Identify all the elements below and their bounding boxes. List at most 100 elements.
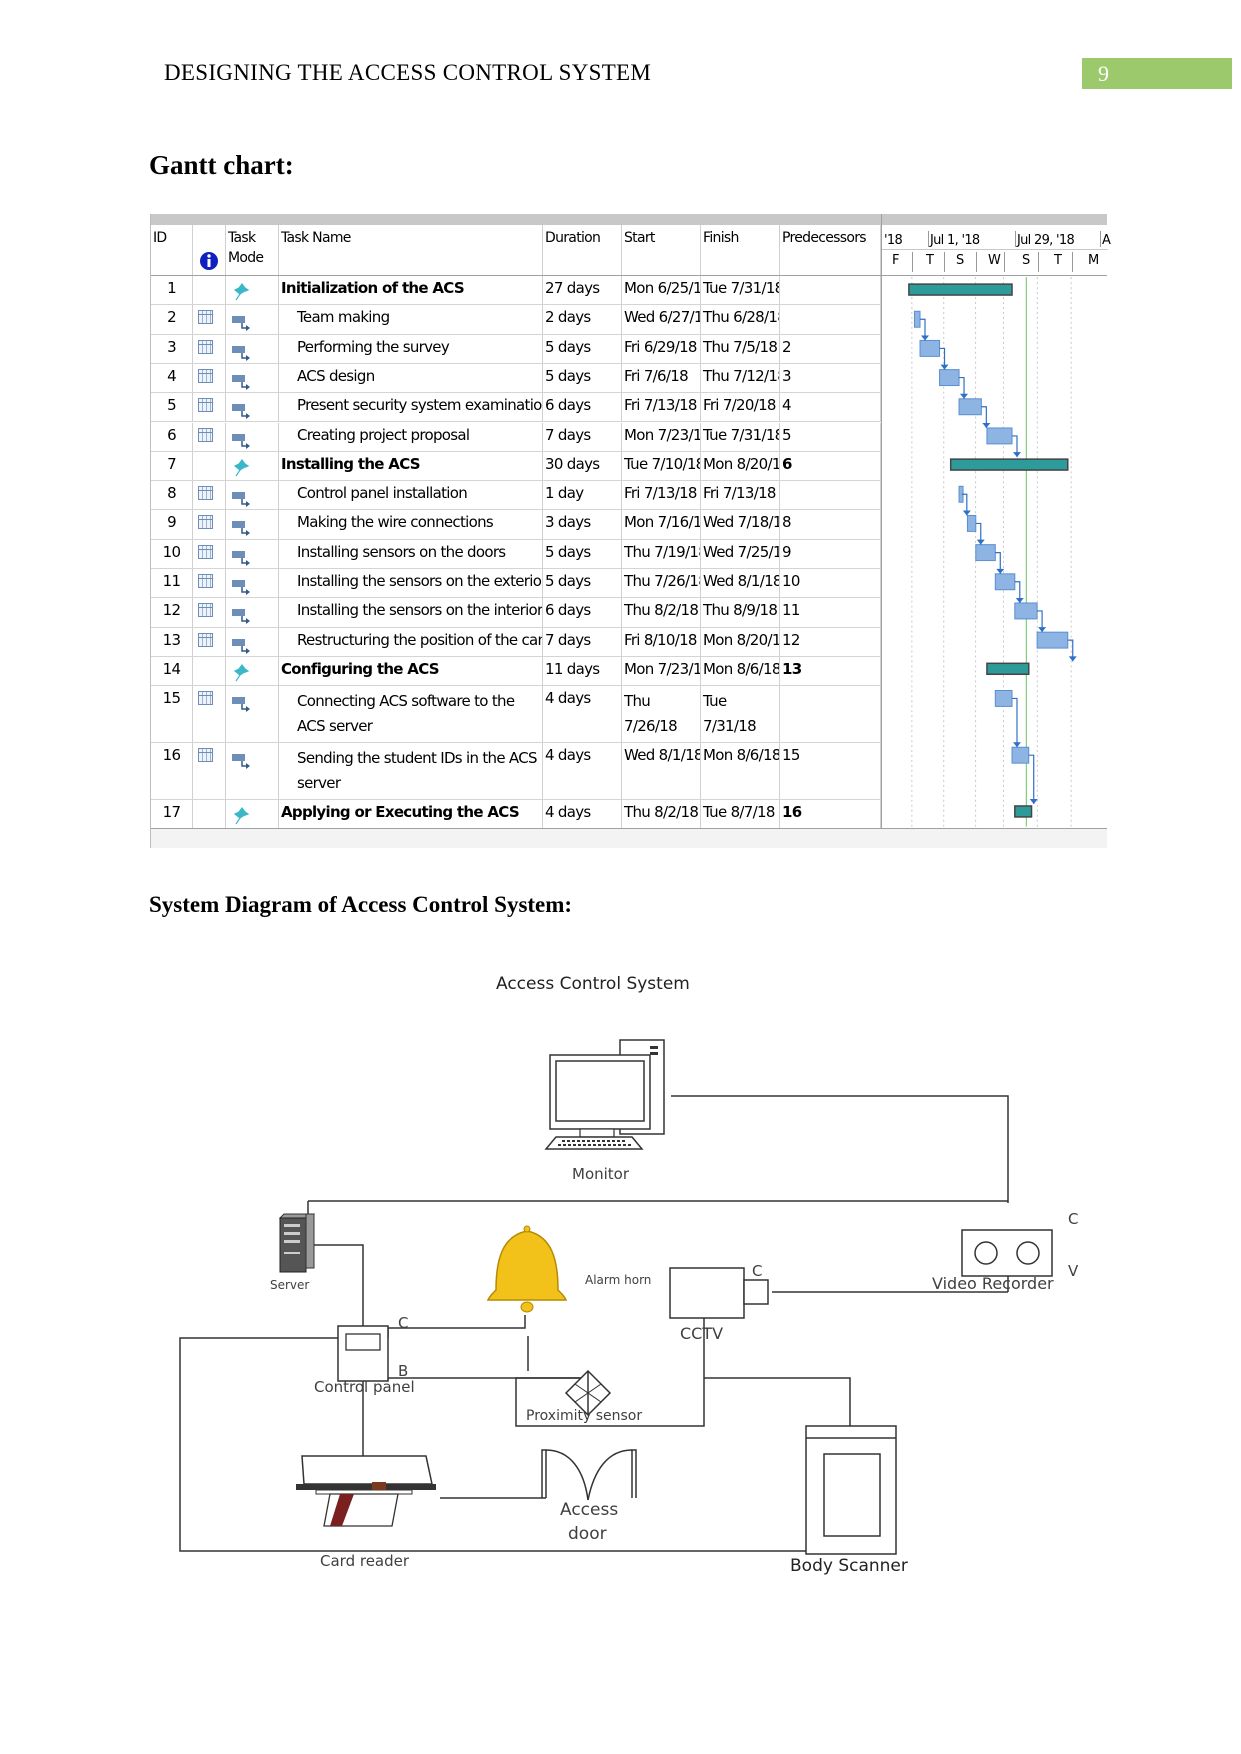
task-start[interactable]: Fri 7/13/18 (622, 393, 701, 422)
task-finish[interactable]: Wed 7/18/1 (701, 510, 780, 539)
task-finish[interactable]: Tue 7/31/18 (701, 686, 780, 743)
task-mode[interactable] (226, 686, 279, 743)
task-name[interactable]: Connecting ACS software to the ACS serve… (279, 686, 543, 743)
col-header-mode[interactable]: Task Mode (226, 225, 279, 275)
task-duration[interactable]: 4 days (543, 800, 622, 829)
task-predecessors[interactable]: 16 (780, 800, 881, 829)
table-row[interactable]: 14 Configuring the ACS 11 days Mon 7/23/… (151, 656, 881, 687)
task-name[interactable]: Present security system examination (279, 393, 543, 422)
task-start[interactable]: Mon 7/16/1 (622, 510, 701, 539)
task-name[interactable]: Installing the ACS (279, 451, 543, 481)
col-header-info[interactable] (193, 225, 226, 275)
task-name[interactable]: Restructuring the position of the camer (279, 627, 543, 656)
table-row[interactable]: 15 Connecting ACS software to the ACS se… (151, 686, 881, 744)
col-header-start[interactable]: Start (622, 225, 701, 275)
task-name[interactable]: Team making (279, 305, 543, 334)
task-finish[interactable]: Wed 7/25/1 (701, 539, 780, 568)
task-name[interactable]: Configuring the ACS (279, 656, 543, 686)
task-predecessors[interactable]: 5 (780, 422, 881, 451)
task-predecessors[interactable]: 11 (780, 598, 881, 627)
table-row[interactable]: 3 Performing the survey 5 days Fri 6/29/… (151, 334, 881, 364)
task-start[interactable]: Thu 8/2/18 (622, 598, 701, 627)
task-start[interactable]: Wed 6/27/1 (622, 305, 701, 334)
task-predecessors[interactable]: 3 (780, 363, 881, 393)
task-predecessors[interactable]: 6 (780, 451, 881, 481)
task-finish[interactable]: Wed 8/1/18 (701, 569, 780, 598)
task-start[interactable]: Thu 7/19/18 (622, 539, 701, 568)
task-predecessors[interactable]: 15 (780, 743, 881, 800)
task-mode[interactable] (226, 539, 279, 568)
task-mode[interactable] (226, 656, 279, 686)
table-row[interactable]: 16 Sending the student IDs in the ACS se… (151, 743, 881, 801)
table-row[interactable]: 7 Installing the ACS 30 days Tue 7/10/18… (151, 451, 881, 482)
table-row[interactable]: 9 Making the wire connections 3 days Mon… (151, 510, 881, 540)
task-mode[interactable] (226, 481, 279, 510)
task-start[interactable]: Tue 7/10/18 (622, 451, 701, 481)
table-row[interactable]: 10 Installing sensors on the doors 5 day… (151, 539, 881, 569)
task-finish[interactable]: Thu 8/9/18 (701, 598, 780, 627)
task-duration[interactable]: 6 days (543, 393, 622, 422)
task-duration[interactable]: 4 days (543, 686, 622, 743)
task-name[interactable]: Installing sensors on the doors (279, 539, 543, 568)
gantt-scrollbar[interactable] (151, 828, 1107, 848)
task-duration[interactable]: 4 days (543, 743, 622, 800)
task-start[interactable]: Thu 8/2/18 (622, 800, 701, 829)
task-predecessors[interactable]: 10 (780, 569, 881, 598)
task-mode[interactable] (226, 627, 279, 656)
task-mode[interactable] (226, 451, 279, 481)
col-header-finish[interactable]: Finish (701, 225, 780, 275)
task-predecessors[interactable]: 4 (780, 393, 881, 422)
task-finish[interactable]: Tue 8/7/18 (701, 800, 780, 829)
task-start[interactable]: Fri 8/10/18 (622, 627, 701, 656)
task-name[interactable]: Installing the sensors on the exterior w… (279, 569, 543, 598)
task-start[interactable]: Mon 7/23/1 (622, 656, 701, 686)
task-name[interactable]: Performing the survey (279, 334, 543, 363)
col-header-predecessors[interactable]: Predecessors (780, 225, 881, 275)
task-predecessors[interactable]: 8 (780, 510, 881, 539)
task-finish[interactable]: Mon 8/20/1 (701, 627, 780, 656)
task-start[interactable]: Fri 7/13/18 (622, 481, 701, 510)
task-mode[interactable] (226, 569, 279, 598)
task-duration[interactable]: 11 days (543, 656, 622, 686)
task-name[interactable]: Sending the student IDs in the ACS serve… (279, 743, 543, 800)
task-name[interactable]: Initialization of the ACS (279, 276, 543, 305)
col-header-name[interactable]: Task Name (279, 225, 543, 275)
task-finish[interactable]: Thu 7/12/18 (701, 363, 780, 393)
task-name[interactable]: Creating project proposal (279, 422, 543, 451)
task-finish[interactable]: Fri 7/20/18 (701, 393, 780, 422)
task-name[interactable]: Making the wire connections (279, 510, 543, 539)
task-start[interactable]: Thu 7/26/18 (622, 686, 701, 743)
task-duration[interactable]: 1 day (543, 481, 622, 510)
task-name[interactable]: Installing the sensors on the interior w… (279, 598, 543, 627)
task-finish[interactable]: Thu 7/5/18 (701, 334, 780, 363)
task-duration[interactable]: 7 days (543, 627, 622, 656)
task-start[interactable]: Wed 8/1/18 (622, 743, 701, 800)
task-predecessors[interactable] (780, 305, 881, 334)
task-predecessors[interactable]: 9 (780, 539, 881, 568)
table-row[interactable]: 4 ACS design 5 days Fri 7/6/18 Thu 7/12/… (151, 363, 881, 394)
task-duration[interactable]: 6 days (543, 598, 622, 627)
task-finish[interactable]: Mon 8/20/1 (701, 451, 780, 481)
task-finish[interactable]: Tue 7/31/18 (701, 422, 780, 451)
task-predecessors[interactable]: 13 (780, 656, 881, 686)
task-mode[interactable] (226, 305, 279, 334)
task-predecessors[interactable] (780, 686, 881, 743)
table-row[interactable]: 5 Present security system examination 6 … (151, 393, 881, 423)
task-duration[interactable]: 5 days (543, 569, 622, 598)
task-name[interactable]: ACS design (279, 363, 543, 393)
task-duration[interactable]: 5 days (543, 363, 622, 393)
task-finish[interactable]: Thu 6/28/18 (701, 305, 780, 334)
table-row[interactable]: 12 Installing the sensors on the interio… (151, 598, 881, 628)
task-finish[interactable]: Tue 7/31/18 (701, 276, 780, 305)
task-mode[interactable] (226, 743, 279, 800)
task-name[interactable]: Applying or Executing the ACS (279, 800, 543, 829)
col-header-id[interactable]: ID (151, 225, 193, 275)
task-start[interactable]: Mon 6/25/1 (622, 276, 701, 305)
table-row[interactable]: 6 Creating project proposal 7 days Mon 7… (151, 422, 881, 452)
task-finish[interactable]: Mon 8/6/18 (701, 656, 780, 686)
task-duration[interactable]: 2 days (543, 305, 622, 334)
task-start[interactable]: Mon 7/23/1 (622, 422, 701, 451)
task-predecessors[interactable]: 12 (780, 627, 881, 656)
task-name[interactable]: Control panel installation (279, 481, 543, 510)
table-row[interactable]: 13 Restructuring the position of the cam… (151, 627, 881, 657)
